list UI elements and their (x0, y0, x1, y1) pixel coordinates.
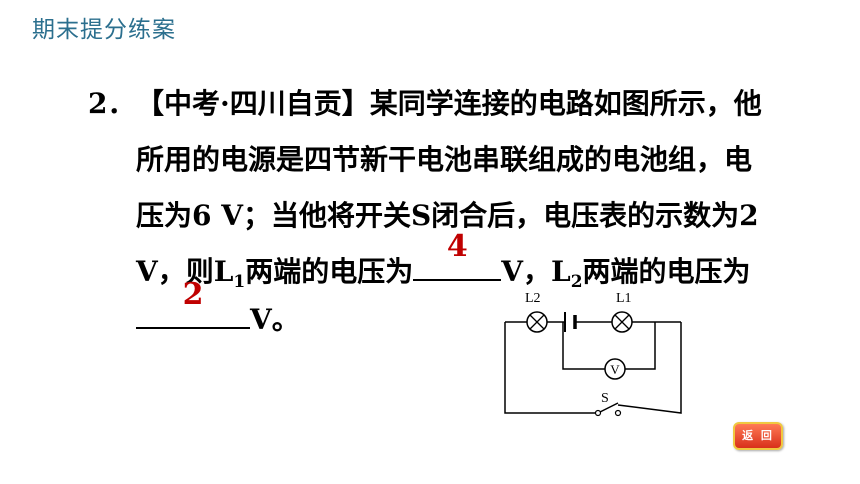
text-segment: V，则L (136, 255, 234, 288)
lamp-l1-icon (611, 311, 633, 333)
voltmeter-label: V (610, 362, 620, 377)
voltmeter-icon: V (604, 358, 626, 380)
text-segment: V，L (501, 255, 571, 288)
question-line-3: 压为6 V；当他将开关S闭合后，电压表的示数为2 (136, 199, 759, 232)
question-line-1: 【中考·四川自贡】某同学连接的电路如图所示，他 (136, 87, 762, 120)
question-line-2: 所用的电源是四节新干电池串联组成的电池组，电 (136, 143, 753, 176)
subscript: 2 (570, 272, 583, 292)
back-button[interactable]: 返 回 (733, 422, 783, 450)
answer-blank-2: 2 (136, 277, 250, 329)
answer-2: 2 (182, 277, 204, 312)
answer-1: 4 (446, 229, 468, 264)
text-segment: 两端的电压为 (582, 255, 751, 288)
question-number: 2． (88, 87, 136, 120)
page-header: 期末提分练案 (32, 17, 176, 43)
lamp-l1-label: L1 (616, 291, 632, 306)
switch-contact-icon (594, 409, 602, 417)
switch-contact-icon (614, 409, 622, 417)
subscript: 1 (233, 272, 246, 292)
text-segment: 两端的电压为 (245, 255, 414, 288)
lamp-l2-label: L2 (525, 291, 541, 306)
circuit-diagram: V S L2 L1 (504, 291, 682, 417)
lamp-l2-icon (526, 311, 548, 333)
switch-label: S (601, 391, 609, 406)
answer-blank-1: 4 (413, 229, 502, 281)
text-segment: V。 (250, 303, 300, 336)
